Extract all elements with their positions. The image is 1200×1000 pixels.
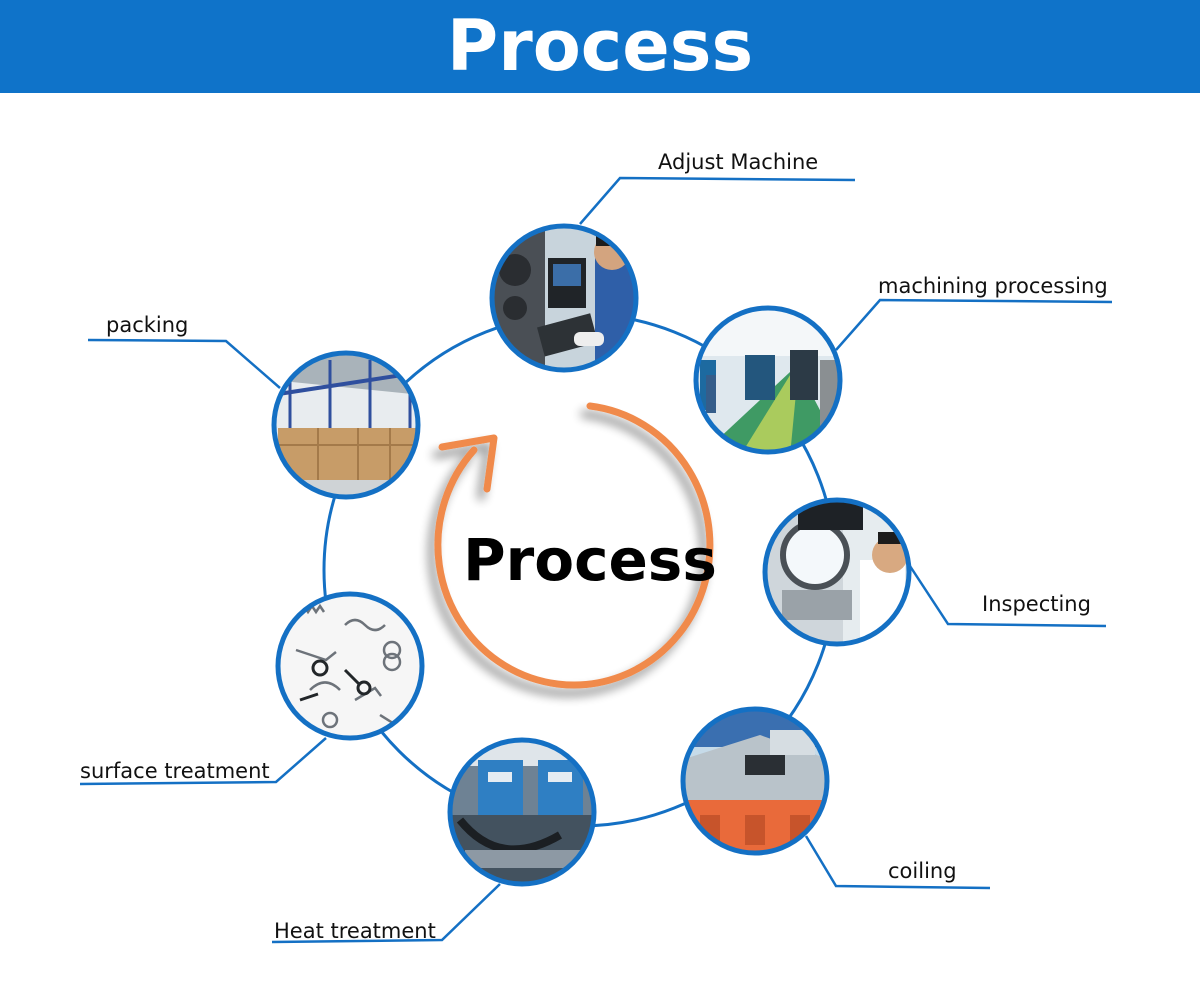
leader-line-packing (87, 338, 281, 389)
leader-line-surface-treatment (79, 737, 327, 786)
step-label-adjust-machine: Adjust Machine (658, 150, 819, 174)
step-label-coiling: coiling (888, 859, 957, 883)
warehouse-cartons-photo (271, 350, 421, 500)
operator-at-spring-machine-photo (489, 223, 639, 373)
leader-line-inspecting (904, 559, 1107, 628)
step-label-inspecting: Inspecting (982, 592, 1091, 616)
factory-floor-photo (693, 305, 843, 455)
leader-line-heat-treatment (271, 883, 501, 944)
cycle-arrow-icon (434, 402, 714, 689)
step-label-packing: packing (106, 313, 189, 337)
leader-line-machining-processing (835, 298, 1113, 351)
leader-line-adjust-machine (579, 176, 856, 225)
header-bar (0, 0, 1200, 93)
heat-treatment-furnace-photo (447, 737, 597, 887)
page-title: Process (446, 5, 754, 87)
center-title: Process (463, 526, 717, 594)
coiling-machine-photo (680, 706, 830, 856)
step-label-surface-treatment: surface treatment (80, 759, 270, 783)
leader-line-coiling (804, 835, 991, 890)
step-label-heat-treatment: Heat treatment (274, 919, 436, 943)
assorted-springs-photo (275, 591, 425, 741)
step-label-machining-processing: machining processing (878, 274, 1108, 298)
projector-inspection-photo (762, 497, 912, 647)
